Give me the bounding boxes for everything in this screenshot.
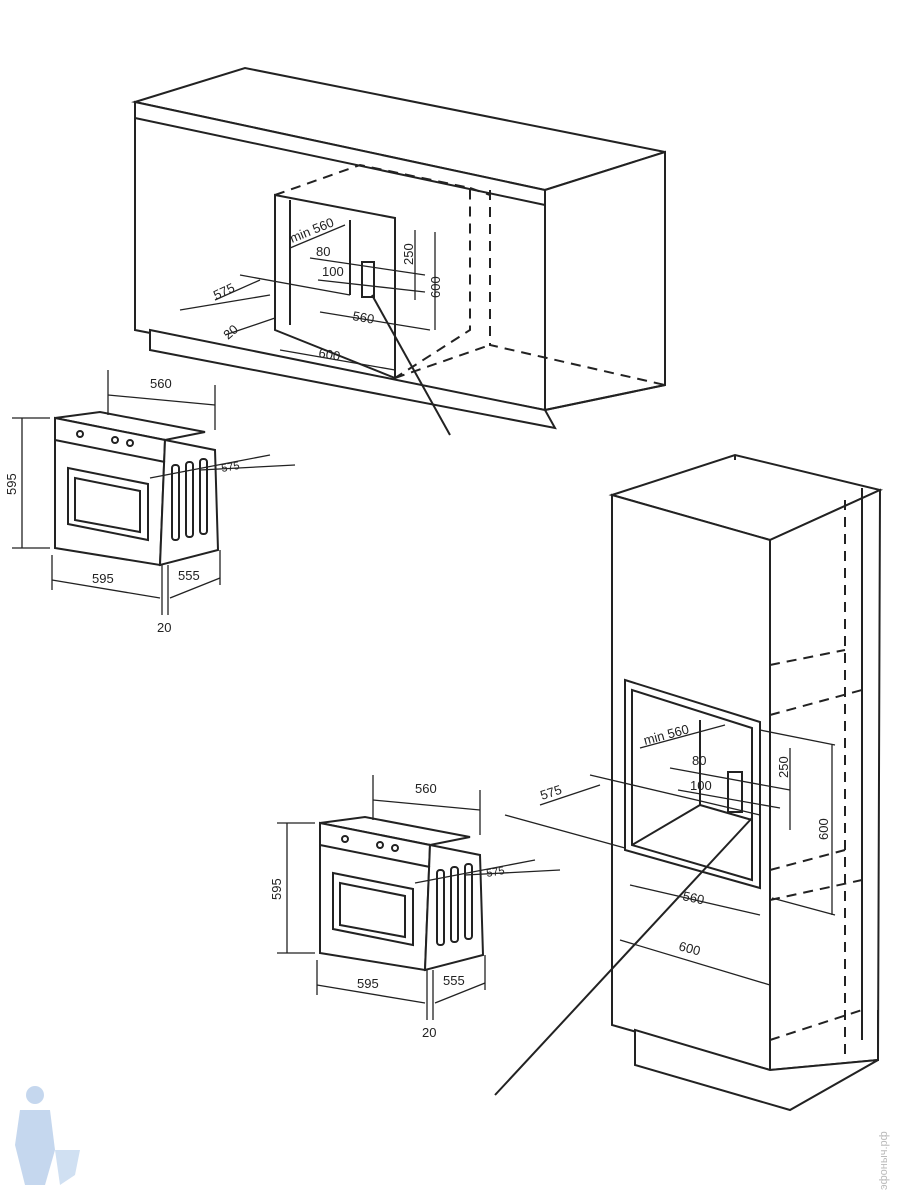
- label-depth-bottom: 555: [178, 568, 200, 583]
- label-width-top: 560: [415, 781, 437, 796]
- plumber-logo-icon: [15, 1086, 80, 1185]
- label-inner-width: 560: [351, 308, 375, 327]
- tall-cabinet: min 560 80 100 250 600 575 560 600: [494, 453, 884, 1112]
- label-depth-side: 575: [485, 865, 505, 880]
- label-vent: 250: [401, 243, 416, 265]
- label-vent: 250: [776, 756, 791, 778]
- label-door: 20: [422, 1025, 436, 1040]
- label-gap-mid: 100: [690, 778, 712, 793]
- oven-top: 560 595 575 595 555 20: [4, 370, 296, 635]
- label-gap-top: 80: [692, 753, 706, 768]
- label-depth-side: 575: [220, 460, 240, 475]
- label-width-top: 560: [150, 376, 172, 391]
- watermark-text: эфоныч.рф: [878, 1131, 890, 1190]
- label-depth: 575: [538, 782, 563, 803]
- label-gap-mid: 100: [322, 264, 344, 279]
- label-height: 600: [428, 276, 443, 298]
- label-gap-top: 80: [316, 244, 330, 259]
- label-width-bottom: 595: [357, 976, 379, 991]
- label-outer-width: 600: [677, 938, 702, 958]
- label-height: 595: [269, 878, 284, 900]
- label-height: 600: [816, 818, 831, 840]
- label-width-bottom: 595: [92, 571, 114, 586]
- label-height: 595: [4, 473, 19, 495]
- label-outer-width: 600: [317, 345, 341, 364]
- label-depth-bottom: 555: [443, 973, 465, 988]
- label-door: 20: [157, 620, 171, 635]
- oven-bottom: 560 595 575 595 555 20: [269, 775, 561, 1040]
- label-inner-width: 560: [681, 888, 705, 907]
- top-cabinet: min 560 80 100 250 600 575 20 560 600: [131, 66, 666, 436]
